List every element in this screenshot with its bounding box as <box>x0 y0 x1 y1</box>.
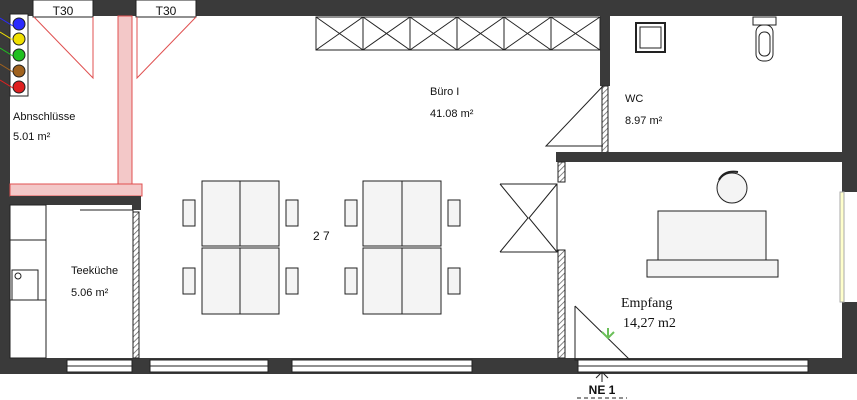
room-reception-area: 14,27 m2 <box>623 316 676 331</box>
chair <box>447 267 461 295</box>
chair <box>447 199 461 227</box>
socket-green-icon <box>12 48 26 62</box>
interior-walls <box>10 16 846 359</box>
counter <box>646 259 779 278</box>
fire-wall-vertical <box>117 15 133 195</box>
door-swing-t30-right <box>136 16 197 80</box>
wall-wc-bottom <box>556 152 846 162</box>
top-cabinets <box>315 16 601 51</box>
socket-blue-icon <box>12 17 26 31</box>
desk-group-right <box>344 180 461 315</box>
desk <box>657 210 767 262</box>
emergency-exit-label: NE 1 <box>589 383 616 397</box>
room-reception-name: Empfang <box>621 296 672 311</box>
seat-count-label: 2 7 <box>313 229 330 243</box>
door-t30-left-label: T30 <box>53 4 74 18</box>
wall-kitchen-corner <box>132 196 141 210</box>
chair <box>182 199 196 227</box>
wall-reception-left-upper <box>557 161 566 183</box>
door-swing-reception <box>574 306 630 361</box>
socket-red-icon <box>12 80 26 94</box>
fire-walls <box>9 15 143 197</box>
room-wc-name: WC <box>625 93 643 105</box>
socket-group <box>0 13 29 97</box>
wall-reception-left-lower <box>557 249 566 359</box>
room-office-area: 41.08 m² <box>430 108 474 120</box>
folding-door-left <box>499 183 529 253</box>
door-opening-t30-right <box>135 0 197 18</box>
chair <box>182 267 196 295</box>
reception-desk <box>646 210 779 278</box>
door-swing-kitchen <box>80 209 134 262</box>
wall-wc-left-lower <box>601 85 609 155</box>
room-office-name: Büro I <box>430 86 459 98</box>
wall-kitchen-right <box>132 211 140 359</box>
top-wall <box>0 0 857 16</box>
desk-group-left <box>182 180 299 315</box>
chair <box>344 199 358 227</box>
chair <box>285 267 299 295</box>
chair <box>285 199 299 227</box>
room-kitchen-name: Teeküche <box>71 265 118 277</box>
folding-door-right <box>528 183 558 253</box>
windows-bottom <box>66 191 845 373</box>
wall-kitchen-top <box>10 196 140 205</box>
window-right <box>839 191 845 303</box>
right-wall-upper <box>842 0 857 192</box>
fire-wall-horizontal <box>9 183 143 197</box>
kitchen-counter <box>9 204 47 359</box>
room-kitchen-area: 5.06 m² <box>71 287 109 299</box>
toilet-icon <box>752 16 777 62</box>
room-connections-name: Abnschlüsse <box>13 111 75 123</box>
office-chair-icon <box>716 170 748 204</box>
door-swing-t30-left <box>33 16 94 80</box>
exit-arrow-icon <box>595 371 609 379</box>
door-swing-wc <box>544 85 604 147</box>
door-t30-right-label: T30 <box>156 4 177 18</box>
socket-yellow-icon <box>12 32 26 46</box>
sink-icon <box>11 269 39 301</box>
emergency-arrow-icon <box>601 328 615 340</box>
right-wall-lower <box>842 302 857 374</box>
chair <box>344 267 358 295</box>
socket-brown-icon <box>12 64 26 78</box>
wall-wc-left-upper <box>600 16 610 86</box>
room-wc-area: 8.97 m² <box>625 115 663 127</box>
folding-door-frame <box>500 183 558 253</box>
door-opening-t30-left <box>32 0 94 18</box>
room-connections-area: 5.01 m² <box>13 131 51 143</box>
left-wall <box>0 0 10 374</box>
